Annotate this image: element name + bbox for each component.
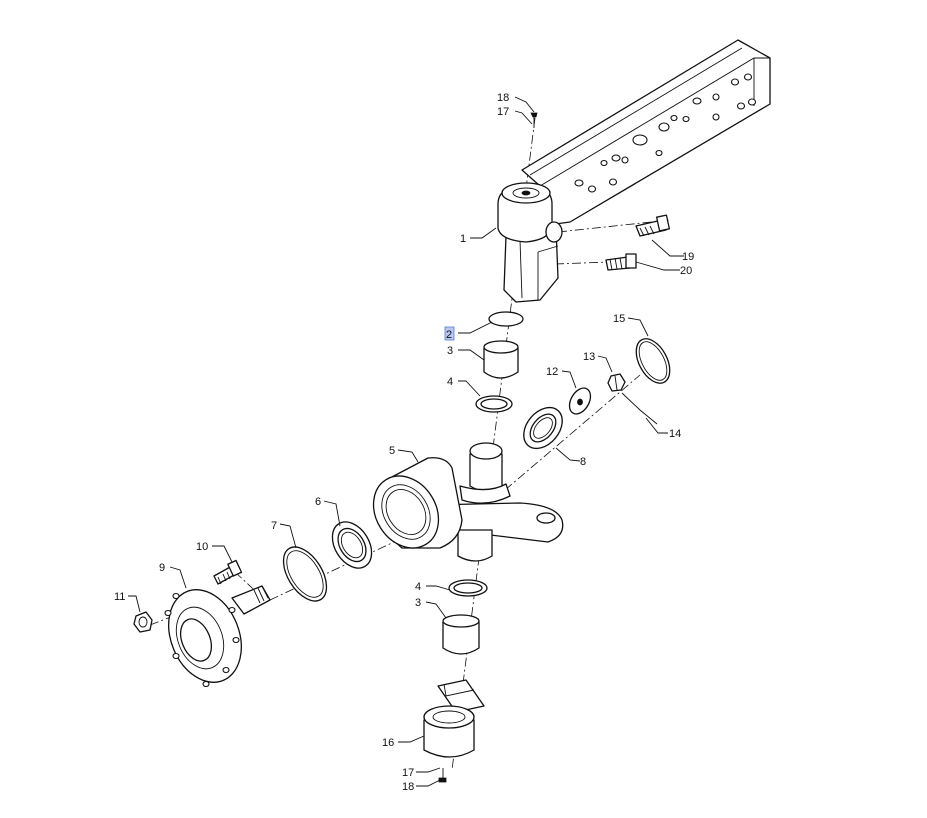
bolt-20 — [605, 253, 637, 271]
callout-13[interactable]: 13 — [583, 351, 595, 363]
part-15-o-ring — [635, 338, 671, 384]
callout-6[interactable]: 6 — [315, 496, 321, 508]
callout-18-bottom[interactable]: 18 — [402, 781, 414, 793]
callout-2-selected[interactable]: 2 — [446, 329, 452, 341]
callout-12[interactable]: 12 — [546, 366, 558, 378]
axle-beam — [521, 39, 771, 226]
part-3-lower-bushing — [442, 614, 480, 655]
callout-7[interactable]: 7 — [271, 520, 277, 532]
bolt-19 — [635, 214, 670, 237]
callout-19[interactable]: 19 — [682, 251, 694, 263]
leader-lines — [128, 96, 684, 787]
callout-3-upper[interactable]: 3 — [447, 345, 453, 357]
callout-20[interactable]: 20 — [680, 265, 692, 277]
selected-callout-highlight — [444, 326, 455, 341]
part-1-pivot-housing — [497, 182, 563, 303]
part-7-o-ring — [282, 546, 328, 602]
beam-holes — [574, 73, 757, 193]
part-16-lower-housing — [423, 679, 485, 758]
part-4-lower-seal — [448, 579, 488, 597]
part-8-bearing-seal — [523, 406, 563, 450]
callout-9[interactable]: 9 — [159, 562, 165, 574]
callout-labels: 18 17 1 19 20 2 3 4 5 6 7 8 9 10 11 12 1… — [114, 92, 694, 793]
part-11-wheel-nut — [133, 611, 153, 633]
callout-16[interactable]: 16 — [382, 737, 394, 749]
part-3-upper-bushing — [483, 340, 519, 379]
part-12-washer — [568, 387, 592, 415]
part-4-upper-seal — [475, 395, 513, 413]
callout-11[interactable]: 11 — [114, 591, 125, 603]
callout-10[interactable]: 10 — [196, 541, 208, 553]
part-10-wheel-stud — [213, 559, 243, 585]
callout-4-lower[interactable]: 4 — [415, 581, 421, 593]
callout-1[interactable]: 1 — [460, 233, 466, 245]
callout-17-bottom[interactable]: 17 — [402, 767, 414, 779]
part-13-nut — [607, 373, 626, 392]
part-9-wheel-hub — [164, 585, 271, 688]
callout-3-lower[interactable]: 3 — [415, 597, 421, 609]
callout-14[interactable]: 14 — [669, 428, 681, 440]
part-5-steering-knuckle — [372, 442, 564, 562]
part-6-bearing — [331, 521, 373, 569]
callout-8[interactable]: 8 — [580, 456, 586, 468]
part-14-split-pin — [621, 392, 658, 425]
callout-18-top[interactable]: 18 — [497, 92, 509, 104]
bolt-bottom — [438, 768, 447, 783]
callout-5[interactable]: 5 — [389, 445, 395, 457]
callout-4-upper[interactable]: 4 — [447, 376, 453, 388]
part-2-thrust-washer — [488, 311, 524, 327]
callout-17-top[interactable]: 17 — [497, 106, 509, 118]
bolt-top — [530, 112, 538, 128]
callout-15[interactable]: 15 — [613, 313, 625, 325]
